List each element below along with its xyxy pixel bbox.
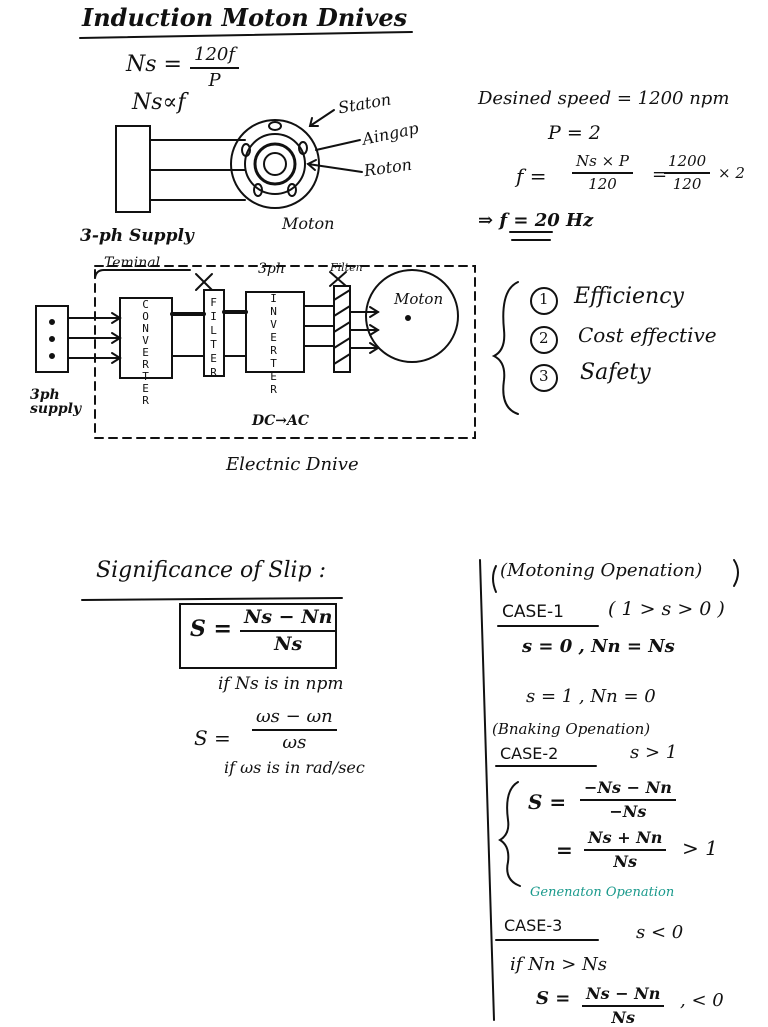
motor-label: Moton [282,214,335,233]
generator-heading: Genenaton Openation [530,885,675,900]
ns-numerator: 120f [190,46,240,69]
f-equals: = [652,164,668,185]
goal-3-text: Safety [580,360,651,385]
case-3-label: CASE-3 [504,916,563,935]
filter-box [203,289,225,377]
drive-motor-label: Moton [394,290,444,308]
slip-lhs: S = [190,616,232,642]
f-lhs: f = [516,164,547,188]
desired-speed: Desined speed = 1200 npm [478,88,730,109]
case-2-label: CASE-2 [500,744,559,763]
converter-box [119,297,173,379]
f-times: × 2 [718,164,745,182]
supply-block [115,125,151,213]
motor-circle [365,269,459,363]
f-num-1: Ns × P [572,154,634,174]
ns-formula-fraction: 120f P [190,46,240,91]
electric-drive-label: Electnic Dnive [226,454,359,475]
f-num-2: 1200 [664,154,711,174]
case-2-num-1: −Ns − Nn [580,780,676,801]
slip-fraction: Ns − Nn Ns [240,608,337,655]
goal-2-text: Cost effective [578,323,717,347]
case-3-fraction: Ns − Nn Ns [582,986,665,1027]
goal-2-number: 2 [539,329,549,347]
rotor-circle [253,142,297,186]
case-3-if: if Nn > Ns [510,954,607,975]
case-1-line-2: s = 1 , Nn = 0 [526,686,656,707]
terminal-label: Teminal [104,255,161,271]
inverter-box [245,291,305,373]
dc-ac-label: DC→AC [252,413,310,429]
case-2-greater: > 1 [682,836,718,860]
f-fraction-2: 1200 120 [664,154,711,193]
motoring-heading: (Motoning Openation) [500,560,703,581]
case-2-num-2: Ns + Nn [584,830,667,851]
drive-box [94,265,476,439]
f-result: ⇒ f = 20 Hz [478,210,594,231]
goal-1-number: 1 [539,290,549,308]
airgap-circle [244,133,306,195]
case-1-line-1: s = 0 , Nn = Ns [522,636,675,657]
slip-omega-numerator: ωs − ωn [252,708,337,731]
case-1-label: CASE-1 [502,602,564,622]
case-2-fraction-2: Ns + Nn Ns [584,830,667,871]
case-2-condition: s > 1 [630,742,678,763]
goal-1-text: Efficiency [574,284,684,309]
case-2-lhs: S = [528,790,567,814]
goal-3-number: 3 [539,367,549,385]
slip-heading: Significance of Slip : [96,558,327,583]
slip-omega-lhs: S = [194,726,231,750]
filter-top-label: Filten [330,261,363,274]
case-2-den-1: −Ns [609,802,647,821]
slip-denominator: Ns [274,633,303,655]
case-3-tail: , < 0 [680,990,724,1011]
title-underline [79,31,413,39]
case-3-condition: s < 0 [636,922,684,943]
case-2-equals: = [556,838,573,862]
page-title: Induction Moton Dnives [82,3,408,32]
inverter-label: INVERTER [267,292,280,396]
filter-label: FILTER [207,296,220,380]
case-3-lhs: S = [536,988,571,1009]
braking-heading: (Bnaking Openation) [492,720,651,738]
case-3-num: Ns − Nn [582,986,665,1007]
poles-value: P = 2 [548,122,601,144]
slip-omega-fraction: ωs − ωn ωs [252,708,337,752]
ns-formula-lhs: Ns = [126,52,182,77]
column-divider [479,559,495,1021]
slip-if-rad: if ωs is in rad/sec [224,758,365,777]
three-ph-label: 3ph [258,261,285,277]
slip-formula-box [179,603,337,669]
slip-if-rpm: if Ns is in npm [218,674,344,694]
slip-numerator: Ns − Nn [240,608,337,632]
stator-circle [230,119,320,209]
ns-proportional: Ns∝f [132,90,186,115]
ns-denominator: P [208,70,221,91]
f-den-1: 120 [588,175,617,193]
drive-supply-label: 3ph supply [30,387,82,417]
case-2-fraction-1: −Ns − Nn −Ns [580,780,676,820]
slip-omega-denominator: ωs [282,732,307,753]
supply-label: 3-ph Supply [80,226,194,246]
case-1-condition: ( 1 > s > 0 ) [608,598,725,620]
case-3-den: Ns [611,1008,636,1027]
f-den-2: 120 [672,175,702,193]
f-fraction-1: Ns × P 120 [572,154,634,193]
case-2-den-2: Ns [613,852,638,871]
converter-label: CONVERTER [139,298,152,406]
